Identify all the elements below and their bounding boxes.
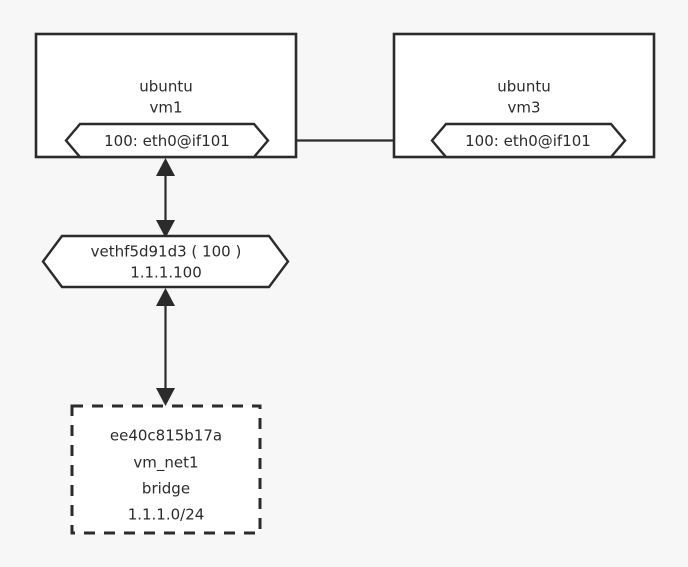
arrow-head-up-icon bbox=[156, 158, 175, 176]
edge-veth-to-bridge bbox=[156, 288, 175, 406]
bridge-id-label: ee40c815b17a bbox=[110, 427, 222, 445]
vm3-name-label: vm3 bbox=[507, 99, 540, 117]
bridge-name-label: vm_net1 bbox=[133, 454, 198, 473]
vm3-interface-label: 100: eth0@if101 bbox=[465, 132, 591, 150]
vm3-interface-hexagon[interactable] bbox=[430, 122, 627, 159]
vm1-name-label: vm1 bbox=[149, 99, 182, 117]
vm3-interface-badge[interactable]: 100: eth0@if101 bbox=[430, 122, 627, 159]
arrow-head-down-icon bbox=[156, 220, 175, 238]
node-vm3[interactable]: ubuntu vm3 100: eth0@if101 bbox=[392, 32, 656, 159]
veth-name-label: vethf5d91d3 ( 100 ) bbox=[91, 243, 242, 261]
bridge-type-label: bridge bbox=[142, 480, 190, 498]
veth-hexagon[interactable] bbox=[41, 234, 290, 289]
node-veth[interactable]: vethf5d91d3 ( 100 ) 1.1.1.100 bbox=[41, 234, 290, 289]
vm1-interface-hexagon[interactable] bbox=[64, 122, 270, 159]
node-vm1[interactable]: ubuntu vm1 100: eth0@if101 bbox=[34, 32, 298, 159]
vm1-interface-label: 100: eth0@if101 bbox=[104, 132, 230, 150]
node-bridge[interactable]: ee40c815b17a vm_net1 bridge 1.1.1.0/24 bbox=[70, 404, 262, 535]
bridge-subnet-label: 1.1.1.0/24 bbox=[128, 506, 205, 524]
arrow-head-down-icon bbox=[156, 388, 175, 406]
arrow-head-up-icon bbox=[156, 288, 175, 306]
vm1-interface-badge[interactable]: 100: eth0@if101 bbox=[64, 122, 270, 159]
vm3-image-label: ubuntu bbox=[497, 78, 550, 96]
vm1-image-label: ubuntu bbox=[139, 78, 192, 96]
veth-address-label: 1.1.1.100 bbox=[130, 264, 202, 282]
bridge-box[interactable] bbox=[70, 404, 262, 535]
edge-vm1-to-veth bbox=[156, 158, 175, 238]
